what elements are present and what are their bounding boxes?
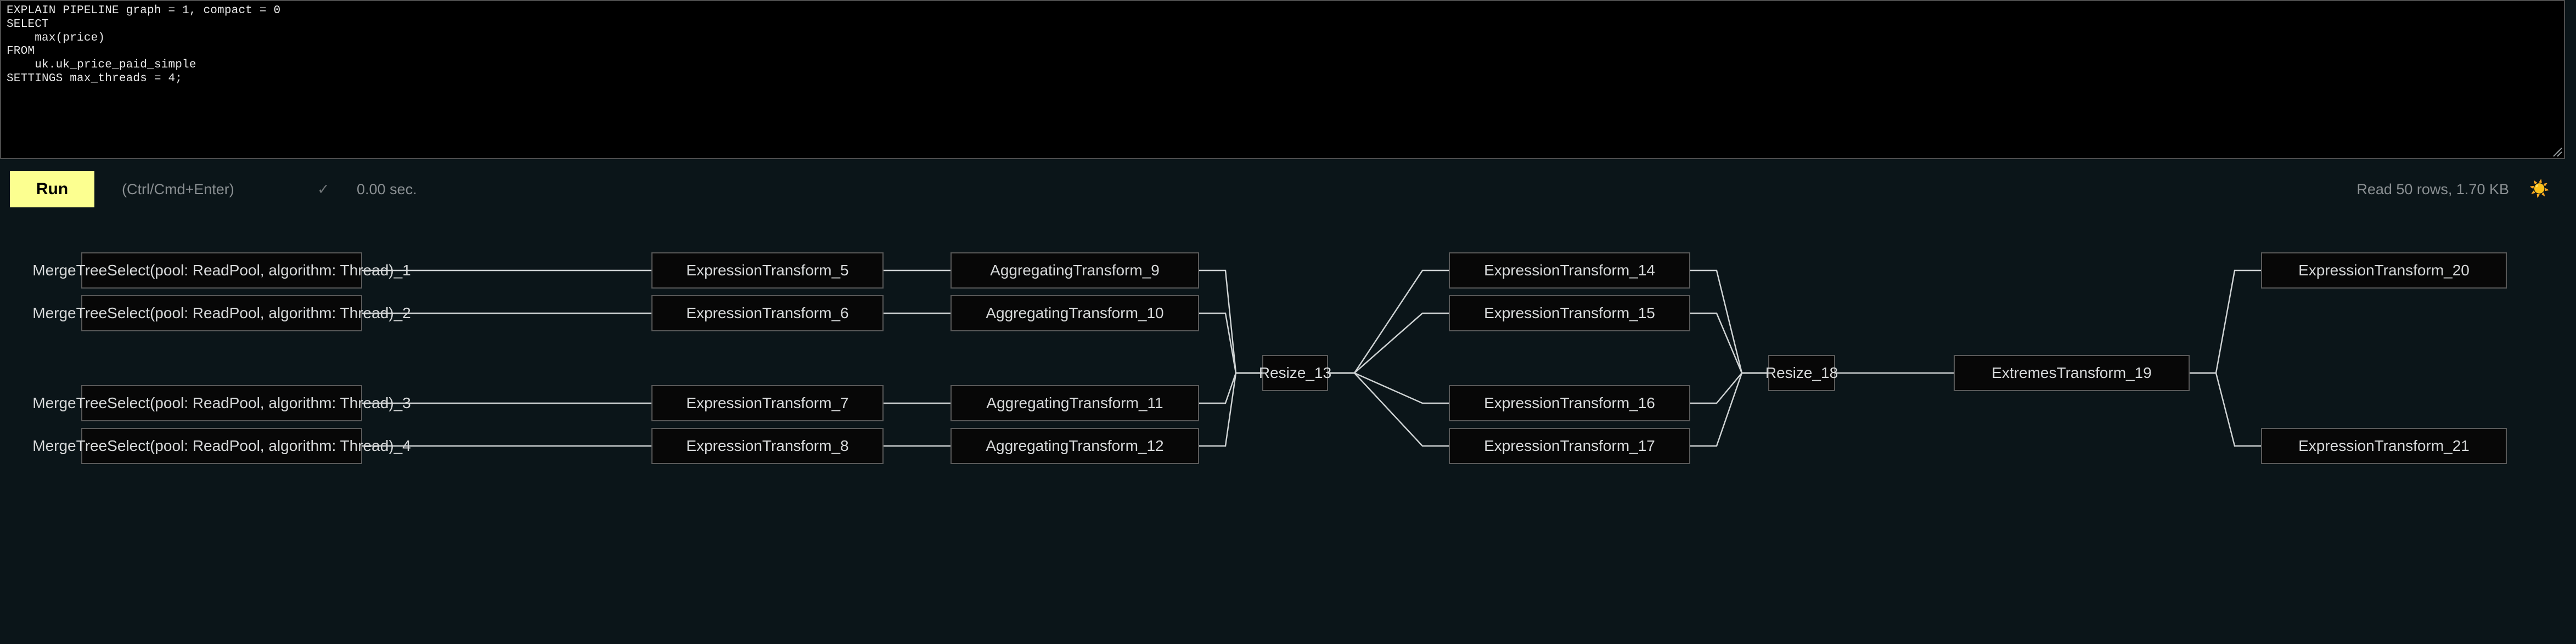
graph-node-et20[interactable]: ExpressionTransform_20	[2261, 252, 2507, 289]
graph-node-et17[interactable]: ExpressionTransform_17	[1449, 428, 1690, 464]
graph-node-rsz13[interactable]: Resize_13	[1259, 355, 1331, 391]
graph-node-mts2[interactable]: MergeTreeSelect(pool: ReadPool, algorith…	[32, 295, 411, 331]
graph-node-mts1[interactable]: MergeTreeSelect(pool: ReadPool, algorith…	[32, 252, 411, 289]
graph-node-et15[interactable]: ExpressionTransform_15	[1449, 295, 1690, 331]
run-button[interactable]: Run	[10, 171, 94, 207]
graph-edge-ext19-to-et21	[2190, 372, 2261, 447]
graph-node-agg9[interactable]: AggregatingTransform_9	[950, 252, 1199, 289]
graph-node-agg10[interactable]: AggregatingTransform_10	[950, 295, 1199, 331]
graph-edge-rsz13-to-et17	[1328, 372, 1449, 447]
graph-edge-et14-to-rsz18	[1690, 269, 1768, 374]
pipeline-graph: MergeTreeSelect(pool: ReadPool, algorith…	[0, 218, 2576, 644]
graph-node-et8[interactable]: ExpressionTransform_8	[651, 428, 884, 464]
graph-node-et21[interactable]: ExpressionTransform_21	[2261, 428, 2507, 464]
query-editor-panel	[0, 0, 2565, 159]
graph-node-agg12[interactable]: AggregatingTransform_12	[950, 428, 1199, 464]
read-stats-label: Read 50 rows, 1.70 KB	[2356, 181, 2509, 197]
graph-edge-agg9-to-rsz13	[1199, 269, 1262, 374]
keyboard-shortcut-hint: (Ctrl/Cmd+Enter)	[122, 181, 234, 197]
graph-edge-et16-to-rsz18	[1690, 372, 1768, 404]
graph-node-et16[interactable]: ExpressionTransform_16	[1449, 385, 1690, 421]
graph-node-et6[interactable]: ExpressionTransform_6	[651, 295, 884, 331]
check-icon: ✓	[317, 181, 330, 197]
graph-node-mts3[interactable]: MergeTreeSelect(pool: ReadPool, algorith…	[32, 385, 411, 421]
query-toolbar: Run (Ctrl/Cmd+Enter) ✓ 0.00 sec. Read 50…	[0, 168, 2576, 211]
sql-query-editor[interactable]	[0, 0, 2565, 159]
graph-edge-rsz13-to-et14	[1328, 269, 1449, 374]
elapsed-time-label: 0.00 sec.	[357, 181, 417, 197]
graph-edge-ext19-to-et20	[2190, 269, 2261, 374]
graph-node-et7[interactable]: ExpressionTransform_7	[651, 385, 884, 421]
graph-edge-agg11-to-rsz13	[1199, 372, 1262, 404]
graph-edge-agg12-to-rsz13	[1199, 372, 1262, 447]
graph-node-agg11[interactable]: AggregatingTransform_11	[950, 385, 1199, 421]
graph-node-mts4[interactable]: MergeTreeSelect(pool: ReadPool, algorith…	[32, 428, 411, 464]
graph-node-et14[interactable]: ExpressionTransform_14	[1449, 252, 1690, 289]
graph-edge-layer	[362, 269, 2261, 447]
graph-node-ext19[interactable]: ExtremesTransform_19	[1954, 355, 2190, 391]
sun-icon[interactable]: ☀️	[2529, 180, 2550, 198]
graph-node-et5[interactable]: ExpressionTransform_5	[651, 252, 884, 289]
graph-edge-rsz13-to-et16	[1328, 372, 1449, 404]
graph-node-rsz18[interactable]: Resize_18	[1765, 355, 1838, 391]
graph-edge-et17-to-rsz18	[1690, 372, 1768, 447]
